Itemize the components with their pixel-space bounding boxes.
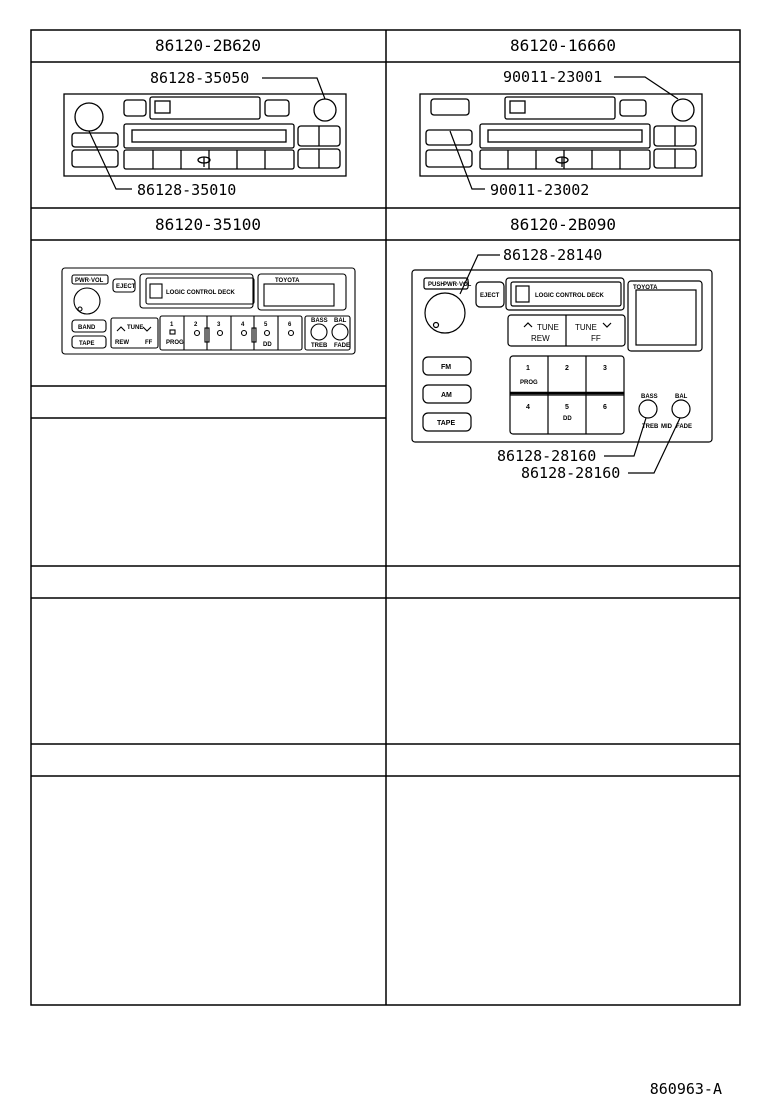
preset-4: 4 <box>241 322 245 328</box>
preset-6-b: 6 <box>603 404 607 411</box>
label-rew: REW <box>115 340 129 346</box>
callout-90011-23001: 90011-23001 <box>503 68 602 86</box>
preset-2: 2 <box>194 322 198 328</box>
label-treb: TREB <box>311 343 328 349</box>
preset-1: 1 <box>170 322 174 328</box>
label-fm: FM <box>441 364 451 371</box>
label-bal: BAL <box>334 318 347 324</box>
callout-86128-35010: 86128-35010 <box>137 181 236 199</box>
grid <box>30 29 741 1006</box>
preset-5-b: 5 <box>565 404 569 411</box>
label-fade: FADE <box>334 343 350 349</box>
label-tape-2: TAPE <box>437 420 455 427</box>
preset-2-b: 2 <box>565 365 569 372</box>
label-brand-2: TOYOTA <box>633 285 658 291</box>
label-treb-2: TREB <box>642 424 659 430</box>
label-dd-2: DD <box>563 416 572 422</box>
label-band: BAND <box>78 325 96 331</box>
header-r1c2: 86120-16660 <box>510 36 616 55</box>
leader-lines-r1c2 <box>449 76 679 190</box>
label-deck: LOGIC CONTROL DECK <box>166 290 236 296</box>
label-pwr-vol-2: PWR·VOL <box>443 282 472 288</box>
label-push: PUSH <box>428 282 445 288</box>
label-tune: TUNE <box>127 325 143 331</box>
callout-86128-28160-bal: 86128-28160 <box>521 464 620 482</box>
callout-86128-35050: 86128-35050 <box>150 69 249 87</box>
label-eject-2: EJECT <box>480 293 500 299</box>
label-eject: EJECT <box>116 284 136 290</box>
header-r1c1: 86120-2B620 <box>155 36 261 55</box>
preset-1-b: 1 <box>526 365 530 372</box>
radio-unit-35100 <box>61 267 356 355</box>
label-mid: MID <box>661 424 673 430</box>
preset-3: 3 <box>217 322 221 328</box>
radio-35100-labels: PWR·VOL EJECT LOGIC CONTROL DECK TOYOTA … <box>75 278 350 349</box>
preset-4-b: 4 <box>526 404 530 411</box>
leader-lines-r2c2 <box>459 254 681 474</box>
label-fade-2: FADE <box>676 424 692 430</box>
preset-6: 6 <box>288 322 292 328</box>
label-bass: BASS <box>311 318 328 324</box>
callout-90011-23002: 90011-23002 <box>490 181 589 199</box>
callout-86128-28160-bass: 86128-28160 <box>497 447 596 465</box>
label-tape: TAPE <box>79 341 95 347</box>
label-prog-2: PROG <box>520 380 538 386</box>
label-rew-2: REW <box>531 334 550 343</box>
label-brand: TOYOTA <box>275 278 300 284</box>
label-deck-2: LOGIC CONTROL DECK <box>535 293 605 299</box>
label-pwr-vol: PWR·VOL <box>75 278 104 284</box>
footer-code: 860963-A <box>650 1080 722 1098</box>
radio-unit-2b620 <box>63 93 347 177</box>
label-tune-right: TUNE <box>575 323 597 332</box>
label-prog: PROG <box>166 340 184 346</box>
label-ff-2: FF <box>591 334 601 343</box>
callout-86128-28140: 86128-28140 <box>503 246 602 264</box>
header-r2c2: 86120-2B090 <box>510 215 616 234</box>
label-ff: FF <box>145 340 153 346</box>
preset-5: 5 <box>264 322 268 328</box>
label-am: AM <box>441 392 452 399</box>
preset-3-b: 3 <box>603 365 607 372</box>
label-dd: DD <box>263 342 272 348</box>
leader-lines-r1c1 <box>88 77 326 190</box>
radio-unit-2b090 <box>411 269 713 443</box>
label-bal-2: BAL <box>675 394 688 400</box>
header-r2c1: 86120-35100 <box>155 215 261 234</box>
radio-2b090-labels: PUSH PWR·VOL EJECT LOGIC CONTROL DECK TO… <box>428 282 692 430</box>
radio-unit-16660 <box>419 93 703 177</box>
label-tune-left: TUNE <box>537 323 559 332</box>
label-bass-2: BASS <box>641 394 658 400</box>
